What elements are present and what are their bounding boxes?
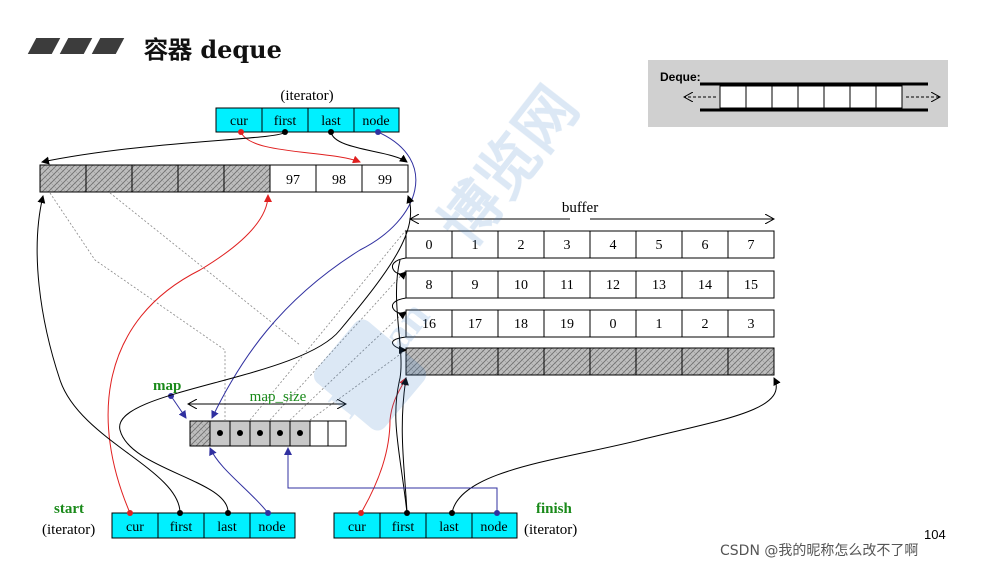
buffer-cell: 3 (748, 317, 755, 332)
buffer-cell: 19 (560, 317, 574, 332)
finish-iterator-pointers (284, 259, 781, 516)
top-iterator-field: last (321, 114, 341, 129)
slide-title: 容器 deque (144, 35, 282, 64)
buffer-cell: 2 (702, 317, 709, 332)
top-iterator-pointers (41, 129, 417, 419)
start-iterator-field: cur (126, 520, 144, 535)
top-iterator-field: node (362, 114, 389, 129)
first-buffer: 97 98 99 (39, 164, 409, 193)
buffer-cell: 3 (564, 238, 571, 253)
start-iterator-pointers (36, 194, 415, 516)
buffer-cell: 12 (606, 278, 620, 293)
first-buffer-cell: 99 (378, 173, 392, 188)
buffer-label: buffer (562, 200, 598, 216)
buffer-cell: 14 (698, 278, 712, 293)
buffer-cell: 0 (610, 317, 617, 332)
buffer-cell: 8 (426, 278, 433, 293)
buffer-cell: 4 (610, 238, 617, 253)
start-iterator: cur first last node (111, 512, 296, 539)
page-number: 104 (924, 527, 946, 542)
buffer-cell: 13 (652, 278, 666, 293)
buffer-cell: 11 (560, 278, 573, 293)
buffer-cell: 5 (656, 238, 663, 253)
top-iterator-field: first (274, 114, 297, 129)
buffer-backlinks (391, 257, 407, 354)
start-iterator-field: node (258, 520, 285, 535)
top-iterator-field: cur (230, 114, 248, 129)
buffer-cell: 10 (514, 278, 528, 293)
map-label: map (153, 378, 181, 394)
start-iterator-field: first (170, 520, 193, 535)
buffer-cell: 9 (472, 278, 479, 293)
finish-iterator-field: last (439, 520, 459, 535)
buffer-cell: 16 (422, 317, 436, 332)
buffer-cell: 15 (744, 278, 758, 293)
deque-inset-diagram (684, 82, 940, 112)
top-iterator: cur first last node (iterator) (215, 88, 400, 133)
start-label: start (54, 501, 84, 517)
map-array (189, 420, 347, 447)
buffer-cell: 1 (472, 238, 479, 253)
start-iterator-field: last (217, 520, 237, 535)
buffer-cell: 18 (514, 317, 528, 332)
footer-credit: CSDN @我的昵称怎么改不了啊 (720, 543, 919, 559)
buffer-cell: 0 (426, 238, 433, 253)
buffer-cell: 6 (702, 238, 709, 253)
finish-iterator-field: node (480, 520, 507, 535)
finish-type-label: (iterator) (524, 522, 577, 538)
buffer-cell: 2 (518, 238, 525, 253)
map-size-label: map_size (250, 389, 307, 405)
deque-inset-label: Deque: (660, 70, 701, 84)
buffer-cell: 1 (656, 317, 663, 332)
finish-iterator: cur first last node (333, 512, 518, 539)
first-buffer-cell: 97 (286, 173, 300, 188)
dotted-guides (49, 192, 407, 421)
finish-label: finish (536, 501, 573, 517)
start-type-label: (iterator) (42, 522, 95, 538)
first-buffer-cell: 98 (332, 173, 346, 188)
finish-iterator-field: first (392, 520, 415, 535)
buffer-cell: 7 (748, 238, 755, 253)
buffer-cell: 17 (468, 317, 482, 332)
top-iterator-label: (iterator) (280, 88, 333, 104)
finish-iterator-field: cur (348, 520, 366, 535)
